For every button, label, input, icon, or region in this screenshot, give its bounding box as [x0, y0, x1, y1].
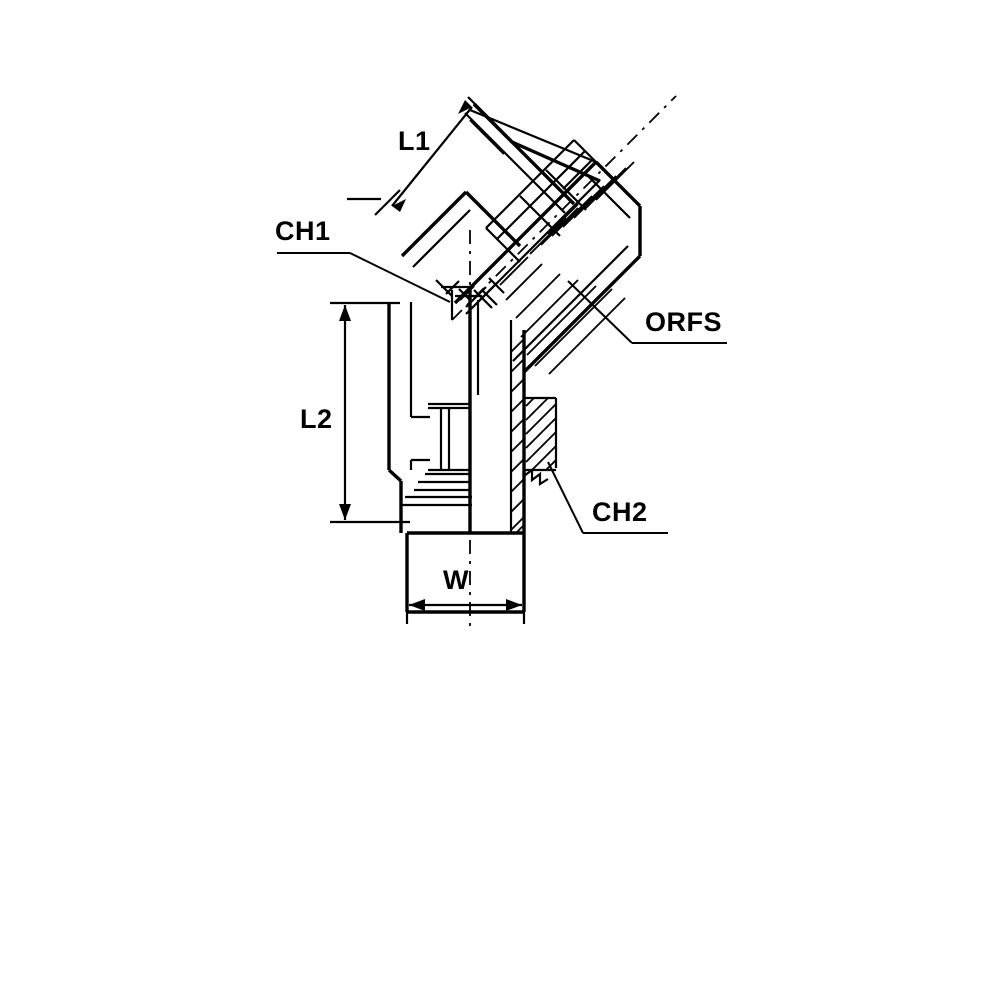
callout-label-orfs: ORFS: [645, 307, 722, 337]
dimension-l2: [330, 301, 410, 524]
elbow-junction-detail: [435, 277, 505, 320]
dimension-w: [405, 540, 526, 624]
dimension-l1: [347, 96, 497, 216]
leader-orfs: [567, 280, 727, 344]
section-hatching-diagonal: [499, 161, 635, 375]
section-hatching-vertical: [510, 338, 525, 534]
diagonal-orfs-leg-group: [400, 95, 677, 374]
leader-ch1: [277, 252, 451, 303]
dimension-label-w: W: [443, 565, 469, 595]
leader-ch2: [547, 461, 668, 534]
dimension-label-l2: L2: [300, 404, 333, 434]
callout-label-ch1: CH1: [275, 216, 331, 246]
thread-detail-ch2: [522, 396, 558, 486]
callout-label-ch2: CH2: [592, 497, 648, 527]
dimension-label-l1: L1: [398, 126, 431, 156]
